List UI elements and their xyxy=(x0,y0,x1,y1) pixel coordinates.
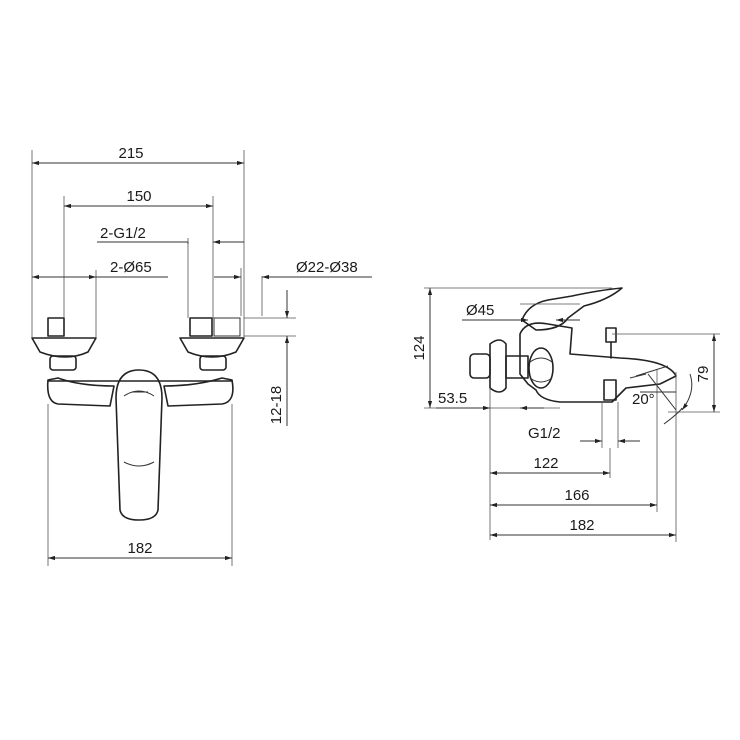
dim-166-label: 166 xyxy=(564,487,589,504)
dim-d22d38-label: Ø22-Ø38 xyxy=(296,259,358,276)
dim-122-label: 122 xyxy=(533,455,558,472)
dim-12-18-label: 12-18 xyxy=(268,386,285,424)
dim-d45-label: Ø45 xyxy=(466,302,494,319)
dim-2g12-label: 2-G1/2 xyxy=(100,225,146,242)
dim-g12-label: G1/2 xyxy=(528,425,561,442)
dim-150-label: 150 xyxy=(126,188,151,205)
dim-124-label: 124 xyxy=(411,335,428,360)
dim-79-label: 79 xyxy=(695,366,712,383)
front-view: 215 150 2-G1/2 2-Ø65 Ø22-Ø38 12-18 xyxy=(31,145,372,566)
dim-182-side-label: 182 xyxy=(569,517,594,534)
dim-20deg-label: 20° xyxy=(632,391,655,408)
front-faucet-body xyxy=(31,317,245,521)
dim-215-label: 215 xyxy=(118,145,143,162)
dim-2d65-label: 2-Ø65 xyxy=(110,259,152,276)
side-faucet-body xyxy=(469,287,677,403)
dim-182-front-label: 182 xyxy=(127,540,152,557)
side-view: Ø45 124 53.5 G1/2 122 166 182 79 xyxy=(411,287,720,542)
dim-53-5-label: 53.5 xyxy=(438,390,467,407)
